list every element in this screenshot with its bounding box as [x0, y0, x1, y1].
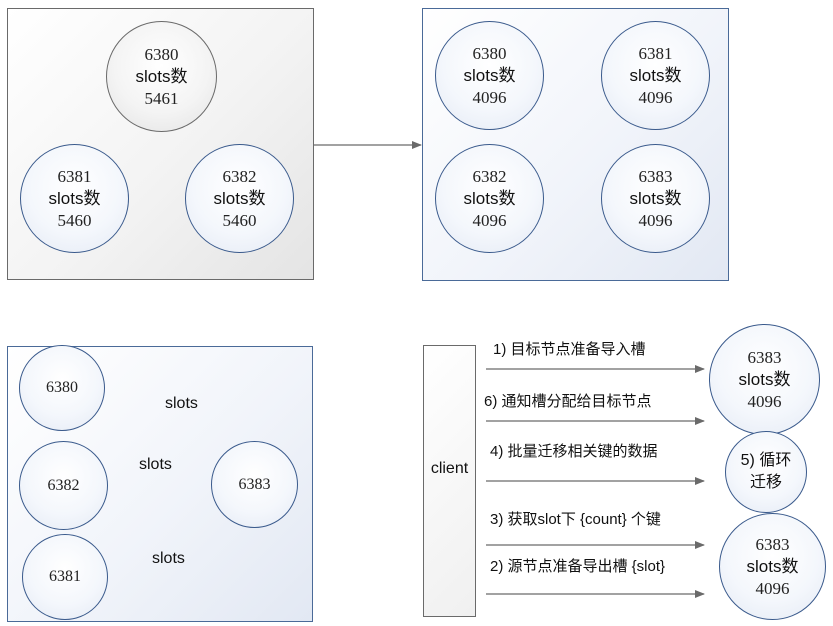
- node-slot-count: 4096: [638, 210, 673, 230]
- node-6381-bl: 6381: [22, 534, 108, 620]
- loop-line-2: 迁移: [749, 474, 782, 491]
- node-6381-tr: 6381 slots数 4096: [601, 21, 710, 130]
- node-slot-count: 4096: [472, 210, 507, 230]
- node-slot-count: 4096: [638, 87, 673, 107]
- loop-migrate-node: 5) 循环 迁移: [725, 431, 807, 513]
- step-label-3: 3) 获取slot下 {count} 个键: [490, 511, 661, 528]
- node-port: 6381: [638, 43, 673, 63]
- node-6383-target: 6383 slots数 4096: [709, 324, 820, 435]
- node-6380-tl: 6380 slots数 5461: [106, 21, 217, 132]
- node-slot-count: 5461: [144, 88, 179, 108]
- node-6383-tr: 6383 slots数 4096: [601, 144, 710, 253]
- node-port: 6383: [238, 475, 271, 493]
- node-6382-tl: 6382 slots数 5460: [185, 144, 294, 253]
- node-port: 6380: [144, 44, 179, 64]
- node-slot-count: 4096: [755, 578, 790, 598]
- node-6383-source: 6383 slots数 4096: [719, 513, 826, 620]
- step-label-2: 2) 源节点准备导出槽 {slot}: [490, 558, 666, 575]
- client-label: client: [430, 460, 469, 477]
- edge-label-slots-top: slots: [165, 395, 198, 412]
- node-6382-bl: 6382: [19, 441, 108, 530]
- edge-label-slots-bottom: slots: [152, 550, 185, 567]
- node-label: slots数: [463, 188, 516, 208]
- node-slot-count: 5460: [57, 210, 92, 230]
- step-label-4: 4) 批量迁移相关键的数据: [490, 443, 658, 460]
- node-port: 6381: [49, 568, 81, 585]
- node-port: 6382: [472, 166, 507, 186]
- node-port: 6380: [472, 43, 507, 63]
- node-port: 6383: [747, 347, 782, 367]
- node-slot-count: 4096: [747, 391, 782, 411]
- node-label: slots数: [738, 369, 791, 389]
- node-label: slots数: [629, 188, 682, 208]
- node-label: slots数: [48, 188, 101, 208]
- node-slot-count: 5460: [222, 210, 257, 230]
- step-label-6: 6) 通知槽分配给目标节点: [484, 393, 652, 410]
- node-label: slots数: [135, 66, 188, 86]
- node-6382-tr: 6382 slots数 4096: [435, 144, 544, 253]
- node-port: 6381: [57, 166, 92, 186]
- node-slot-count: 4096: [472, 87, 507, 107]
- node-port: 6383: [638, 166, 673, 186]
- node-port: 6380: [46, 379, 78, 396]
- node-6381-tl: 6381 slots数 5460: [20, 144, 129, 253]
- node-port: 6382: [47, 476, 80, 494]
- node-label: slots数: [629, 65, 682, 85]
- node-6380-bl: 6380: [19, 345, 105, 431]
- step-label-1: 1) 目标节点准备导入槽: [493, 341, 646, 358]
- edge-label-slots-middle: slots: [139, 456, 172, 473]
- node-6383-bl: 6383: [211, 441, 298, 528]
- node-label: slots数: [746, 556, 799, 576]
- loop-line-1: 5) 循环: [740, 452, 792, 469]
- node-label: slots数: [463, 65, 516, 85]
- node-6380-tr: 6380 slots数 4096: [435, 21, 544, 130]
- client-box: client: [423, 345, 476, 617]
- node-label: slots数: [213, 188, 266, 208]
- node-port: 6382: [222, 166, 257, 186]
- node-port: 6383: [755, 534, 790, 554]
